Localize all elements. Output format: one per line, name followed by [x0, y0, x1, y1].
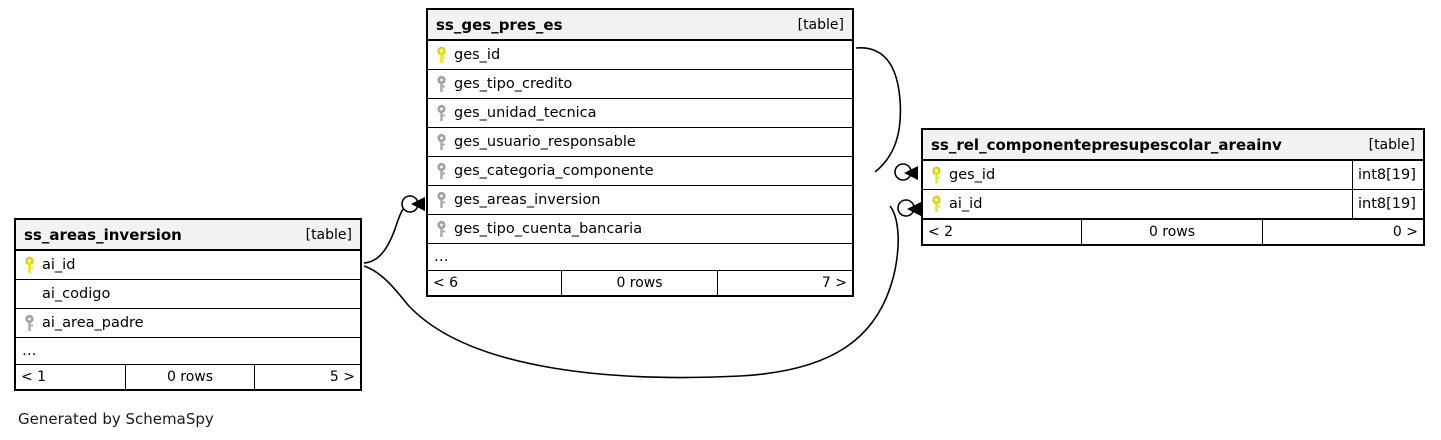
- more-columns-indicator: …: [22, 343, 37, 359]
- table-ss-ges-pres-es[interactable]: ss_ges_pres_es [table] ges_id: [426, 8, 854, 297]
- column-row-ges-tipo-credito[interactable]: ges_tipo_credito: [428, 70, 852, 99]
- footer-parents-count: < 1: [16, 365, 126, 389]
- column-row-ai-codigo[interactable]: ai_codigo: [16, 280, 360, 309]
- column-name: ai_id: [949, 196, 983, 212]
- arrow-marker-rel-ges-id: [904, 166, 918, 180]
- table-type-tag: [table]: [797, 16, 844, 33]
- column-name: ges_usuario_responsable: [454, 134, 636, 150]
- optional-circle-marker-rel-ges-id: [894, 163, 912, 181]
- optional-circle-marker-ges-areas-inversion: [401, 195, 419, 213]
- column-row-ges-tipo-cuenta-bancaria[interactable]: ges_tipo_cuenta_bancaria: [428, 215, 852, 244]
- column-name: ai_codigo: [42, 286, 111, 302]
- foreign-key-icon: [16, 314, 42, 332]
- table-header: ss_ges_pres_es [table]: [428, 10, 852, 41]
- column-type: int8[19]: [1352, 161, 1423, 189]
- edge-ges-pres-to-rel-ges-id: [855, 47, 902, 173]
- table-footer: < 2 0 rows 0 >: [923, 219, 1423, 244]
- table-title: ss_areas_inversion: [24, 225, 182, 244]
- footer-children-count: 5 >: [329, 369, 355, 385]
- table-type-tag: [table]: [1368, 136, 1415, 153]
- column-name: ges_unidad_tecnica: [454, 105, 597, 121]
- foreign-key-icon: [428, 220, 454, 238]
- footer-row-count: 0 rows: [562, 271, 718, 295]
- column-name: ges_id: [949, 167, 996, 183]
- edge-areas-to-ges-areas-inversion: [363, 203, 409, 264]
- column-row-ges-id[interactable]: ges_id int8[19]: [923, 161, 1423, 190]
- table-ss-areas-inversion[interactable]: ss_areas_inversion [table] ai_id ai_codi…: [14, 218, 362, 391]
- generated-by-credit: Generated by SchemaSpy: [18, 410, 214, 428]
- arrow-marker-ges-areas-inversion: [411, 197, 425, 211]
- column-name: ges_areas_inversion: [454, 192, 601, 208]
- footer-parents-count: < 2: [923, 220, 1082, 244]
- column-name: ai_id: [42, 257, 76, 273]
- foreign-key-icon: [428, 104, 454, 122]
- column-type: int8[19]: [1352, 190, 1423, 218]
- primary-key-icon: [16, 256, 42, 274]
- table-footer: < 1 0 rows 5 >: [16, 364, 360, 389]
- column-name: ai_area_padre: [42, 315, 144, 331]
- primary-key-icon: [923, 195, 949, 213]
- foreign-key-icon: [428, 162, 454, 180]
- foreign-key-icon: [428, 191, 454, 209]
- column-name: ges_tipo_cuenta_bancaria: [454, 221, 643, 237]
- footer-children-count: 0 >: [1392, 224, 1418, 240]
- table-header: ss_areas_inversion [table]: [16, 220, 360, 251]
- footer-row-count: 0 rows: [126, 365, 255, 389]
- table-title: ss_ges_pres_es: [436, 15, 563, 34]
- foreign-key-icon: [428, 75, 454, 93]
- column-row-ges-areas-inversion[interactable]: ges_areas_inversion: [428, 186, 852, 215]
- arrow-marker-rel-ai-id: [907, 202, 921, 216]
- column-row-ges-categoria-componente[interactable]: ges_categoria_componente: [428, 157, 852, 186]
- column-row-ges-usuario-responsable[interactable]: ges_usuario_responsable: [428, 128, 852, 157]
- column-row-ges-id[interactable]: ges_id: [428, 41, 852, 70]
- primary-key-icon: [923, 166, 949, 184]
- table-ss-rel-componentepresupescolar-areainv[interactable]: ss_rel_componentepresupescolar_areainv […: [921, 128, 1425, 246]
- column-row-ai-area-padre[interactable]: ai_area_padre: [16, 309, 360, 338]
- footer-children-count: 7 >: [821, 275, 847, 291]
- table-header: ss_rel_componentepresupescolar_areainv […: [923, 130, 1423, 161]
- column-name: ges_tipo_credito: [454, 76, 573, 92]
- table-title: ss_rel_componentepresupescolar_areainv: [931, 135, 1282, 154]
- column-row-ges-unidad-tecnica[interactable]: ges_unidad_tecnica: [428, 99, 852, 128]
- column-name: ges_id: [454, 47, 501, 63]
- footer-parents-count: < 6: [428, 271, 562, 295]
- column-row-ai-id[interactable]: ai_id: [16, 251, 360, 280]
- table-type-tag: [table]: [305, 226, 352, 243]
- column-row-ai-id[interactable]: ai_id int8[19]: [923, 190, 1423, 219]
- column-name: ges_categoria_componente: [454, 163, 654, 179]
- optional-circle-marker-rel-ai-id: [897, 199, 915, 217]
- footer-row-count: 0 rows: [1082, 220, 1263, 244]
- foreign-key-icon: [428, 133, 454, 151]
- table-footer: < 6 0 rows 7 >: [428, 270, 852, 295]
- primary-key-icon: [428, 46, 454, 64]
- more-columns-indicator: …: [434, 249, 449, 265]
